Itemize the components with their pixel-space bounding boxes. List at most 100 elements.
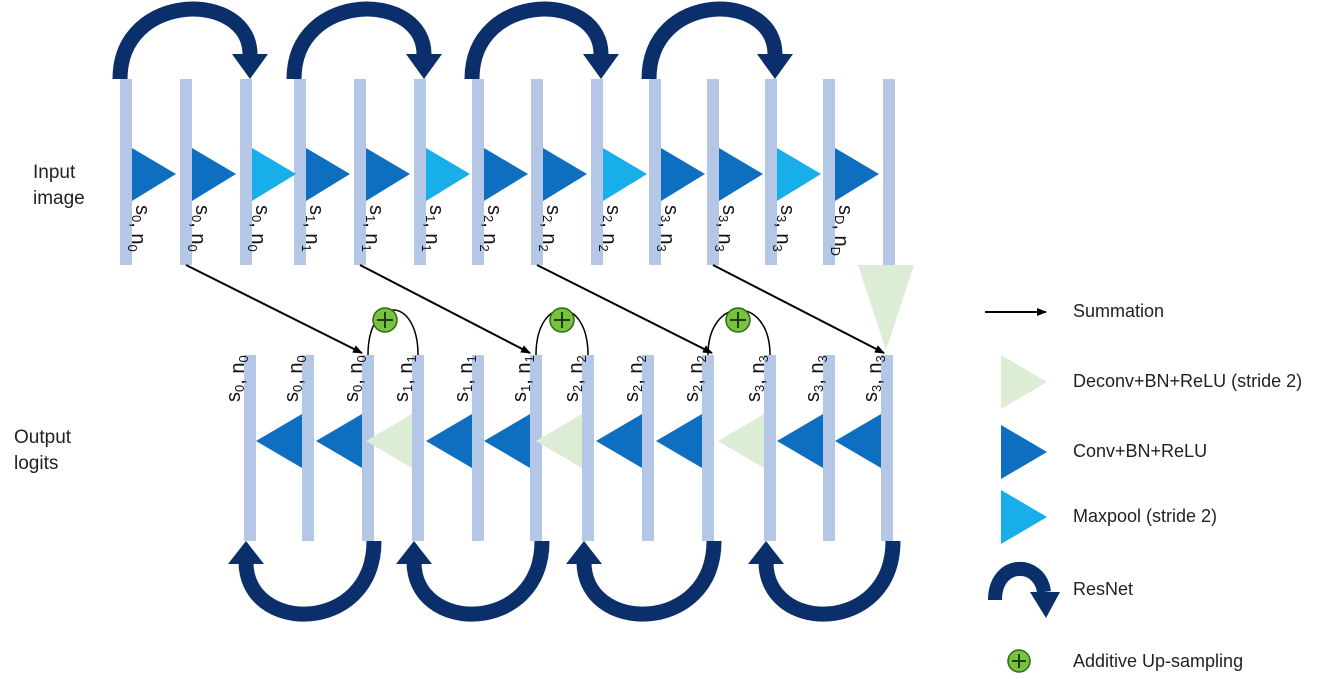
legend-conv-text: Conv+BN+ReLU [1073, 441, 1208, 461]
legend-resnet-arc [988, 561, 1051, 601]
encoder-conv-triangle-4 [366, 148, 410, 201]
resnet-arc-bottom-1 [406, 540, 550, 622]
decoder-bar-label-3: s1, n1 [391, 355, 419, 402]
decoder-conv-triangle-10 [835, 414, 881, 468]
legend-symbols [985, 308, 1060, 673]
legend-upsample-text: Additive Up-sampling [1073, 651, 1244, 671]
decoder-bar-label-9: s3, n3 [743, 355, 771, 402]
output-label-line1: Output [14, 427, 72, 448]
encoder-conv-triangle-0 [132, 148, 176, 201]
resnet-arc-top-1 [286, 1, 432, 80]
resnet-arc-top-2 [464, 1, 609, 80]
decoder-bar-0 [244, 355, 256, 541]
summation-arrow-3 [712, 264, 885, 354]
encoder-conv-triangle-6 [484, 148, 528, 201]
decoder-bar-label-10: s3, n3 [802, 355, 830, 402]
resnet-arc-bottom-0 [238, 540, 382, 622]
decoder-deconv-triangle-5 [536, 414, 582, 468]
decoder-bar-2 [362, 355, 374, 541]
decoder-conv-triangle-1 [316, 414, 362, 468]
upsample-arc-0 [367, 309, 419, 356]
decoder-conv-triangle-7 [656, 414, 702, 468]
encoder-conv-triangle-7 [543, 148, 587, 201]
resnet-arc-top-0 [112, 1, 258, 80]
bottleneck-deconv-triangle [858, 265, 914, 350]
encoder-maxpool-triangle-2 [252, 148, 296, 201]
resnet-arrowhead-bottom-2 [566, 541, 602, 564]
decoder-conv-triangle-0 [256, 414, 302, 468]
encoder-bar-label-9: s3, n3 [654, 205, 682, 252]
decoder-bar-label-8: s2, n2 [681, 355, 709, 402]
encoder-bar-9 [649, 79, 661, 265]
legend-deconv-triangle [1001, 355, 1047, 409]
encoder-conv-triangle-9 [661, 148, 705, 201]
encoder-bar-label-1: s0, n0 [185, 205, 213, 252]
legend-maxpool-text: Maxpool (stride 2) [1073, 506, 1218, 526]
resnet-arrowhead-bottom-0 [228, 541, 264, 564]
encoder-bar-label-7: s2, n2 [536, 205, 564, 252]
encoder-bar-2 [240, 79, 252, 265]
decoder-bar-5 [530, 355, 542, 541]
decoder-deconv-triangle-2 [366, 414, 412, 468]
encoder-conv-triangle-10 [719, 148, 763, 201]
encoder-bar-6 [472, 79, 484, 265]
legend-resnet-arrowhead [1030, 592, 1060, 618]
decoder-deconv-triangle-8 [718, 414, 764, 468]
encoder-bar-label-2: s0, n0 [245, 205, 273, 252]
encoder-conv-triangle-12 [835, 148, 879, 201]
decoder-bar-label-5: s1, n1 [509, 355, 537, 402]
decoder-bar-11 [881, 355, 893, 541]
encoder-bar-8 [591, 79, 603, 265]
decoder-bar-label-4: s1, n1 [451, 355, 479, 402]
decoder-bar-3 [412, 355, 424, 541]
encoder-bar-label-5: s1, n1 [419, 205, 447, 252]
resnet-arc-bottom-2 [576, 540, 722, 622]
encoder-bar-label-10: s3, n3 [712, 205, 740, 252]
encoder-bar-label-8: s2, n2 [596, 205, 624, 252]
resnet-arrowhead-bottom-1 [396, 541, 432, 564]
summation-arrow-0 [185, 264, 363, 354]
encoder-bar-5 [414, 79, 426, 265]
decoder-bar-9 [764, 355, 776, 541]
input-label-line1: Input [33, 162, 76, 183]
legend-summation-text: Summation [1073, 301, 1165, 321]
decoder-bar-4 [472, 355, 484, 541]
decoder-bar-1 [302, 355, 314, 541]
decoder-conv-triangle-9 [777, 414, 823, 468]
output-logits-label: Output logits [14, 425, 71, 477]
decoder-bar-label-6: s2, n2 [561, 355, 589, 402]
encoder-bar-0 [120, 79, 132, 265]
resnet-arrowhead-top-3 [757, 54, 793, 79]
encoder-bar-label-12: sD, nD [828, 205, 856, 256]
resnet-arc-bottom-3 [758, 540, 901, 622]
encoder-bar-7 [531, 79, 543, 265]
resnet-arrowhead-bottom-3 [748, 541, 784, 564]
decoder-bar-label-2: s0, n0 [341, 355, 369, 402]
encoder-bar-label-3: s1, n1 [299, 205, 327, 252]
output-label-line2: logits [14, 453, 59, 474]
resnet-arrowhead-top-1 [406, 54, 442, 79]
decoder-bar-10 [823, 355, 835, 541]
encoder-bar-label-4: s1, n1 [359, 205, 387, 252]
decoder-bar-6 [582, 355, 594, 541]
encoder-bar-12 [823, 79, 835, 265]
legend-maxpool-triangle [1001, 490, 1047, 544]
encoder-bar-11 [765, 79, 777, 265]
resnet-arrowhead-top-0 [232, 54, 268, 79]
encoder-bar-label-6: s2, n2 [477, 205, 505, 252]
skip-connections [185, 264, 885, 356]
input-image-label: Input image [33, 160, 85, 212]
decoder-bar-label-7: s2, n2 [621, 355, 649, 402]
encoder-bar-13 [883, 79, 895, 265]
encoder-conv-triangle-3 [306, 148, 350, 201]
decoder-bar-label-1: s0, n0 [281, 355, 309, 402]
encoder-maxpool-triangle-5 [426, 148, 470, 201]
legend-deconv-text: Deconv+BN+ReLU (stride 2) [1073, 371, 1303, 391]
encoder-bar-label-11: s3, n3 [770, 205, 798, 252]
legend-conv-triangle [1001, 425, 1047, 479]
encoder-bar-4 [354, 79, 366, 265]
decoder-conv-triangle-4 [484, 414, 530, 468]
resnet-arrowhead-top-2 [583, 54, 619, 79]
